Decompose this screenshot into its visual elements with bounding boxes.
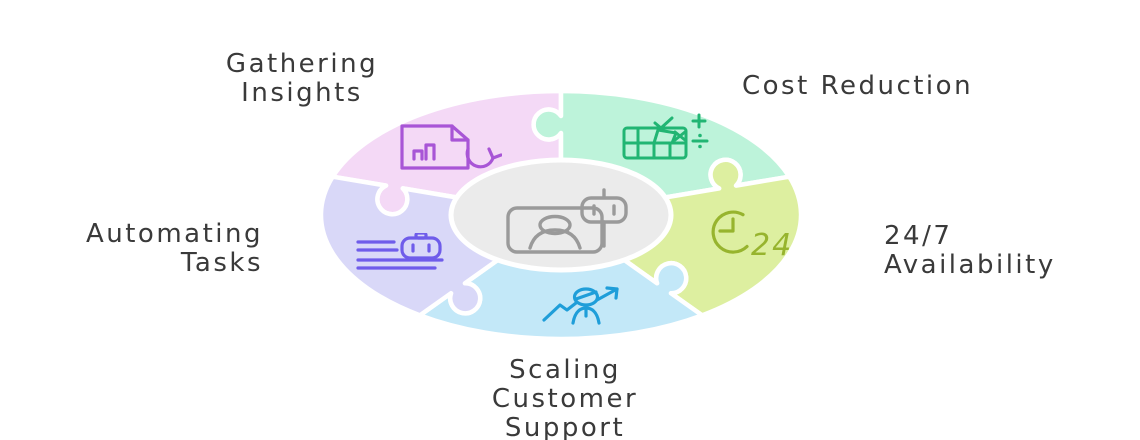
photo-frame-shape [506, 206, 604, 254]
clock-24-text: 24 [751, 228, 793, 260]
clock-hands-shape [718, 217, 735, 233]
growth-arrowhead-shape [605, 286, 619, 300]
refresh-arrow-shape [465, 147, 495, 169]
check-sign [653, 116, 674, 130]
segment-label-cost-reduction: Cost Reduction [742, 71, 974, 101]
refresh-arrowhead-shape [487, 147, 502, 160]
clock-24-icon: 24 [705, 210, 803, 260]
segment-label-automating-tasks: Automating Tasks [85, 219, 263, 278]
report-refresh-icon [398, 124, 502, 172]
segment-label-gathering-insights: Gathering Insights [225, 49, 379, 108]
bar-chart-shape [412, 143, 436, 161]
plus-sign [691, 113, 707, 129]
trend-line-shape [542, 301, 578, 322]
head-chord-line [574, 290, 598, 301]
robot-head-shape [400, 236, 442, 260]
segment-label-scaling-customer-support: Scaling Customer Support [491, 355, 639, 440]
divide-dot-bottom [698, 144, 702, 149]
customer-growth-icon [540, 286, 632, 326]
robot-antenna-shape [414, 233, 428, 240]
spreadsheet-math-icon [620, 112, 712, 162]
center-circle [448, 157, 674, 273]
segment-label-availability: 24/7 Availability [884, 221, 1056, 280]
customer-head-shape [572, 287, 600, 307]
robot-eyes-shape [592, 204, 616, 216]
document-fold-shape [450, 124, 470, 142]
divide-dot-top [698, 133, 702, 138]
multiply-sign [673, 130, 687, 142]
person-shoulders-shape [528, 228, 582, 250]
clock-circle-shape [711, 210, 749, 254]
table-column-lines [636, 126, 672, 160]
growth-arrow-line [595, 287, 619, 302]
robot-eyes-shape [411, 243, 431, 253]
task-automation-robot-icon [354, 233, 446, 273]
person-head-shape [538, 214, 572, 236]
page-flip-shape [652, 128, 678, 145]
human-robot-collaboration-icon [506, 188, 630, 254]
robot-head-shape [580, 196, 628, 224]
